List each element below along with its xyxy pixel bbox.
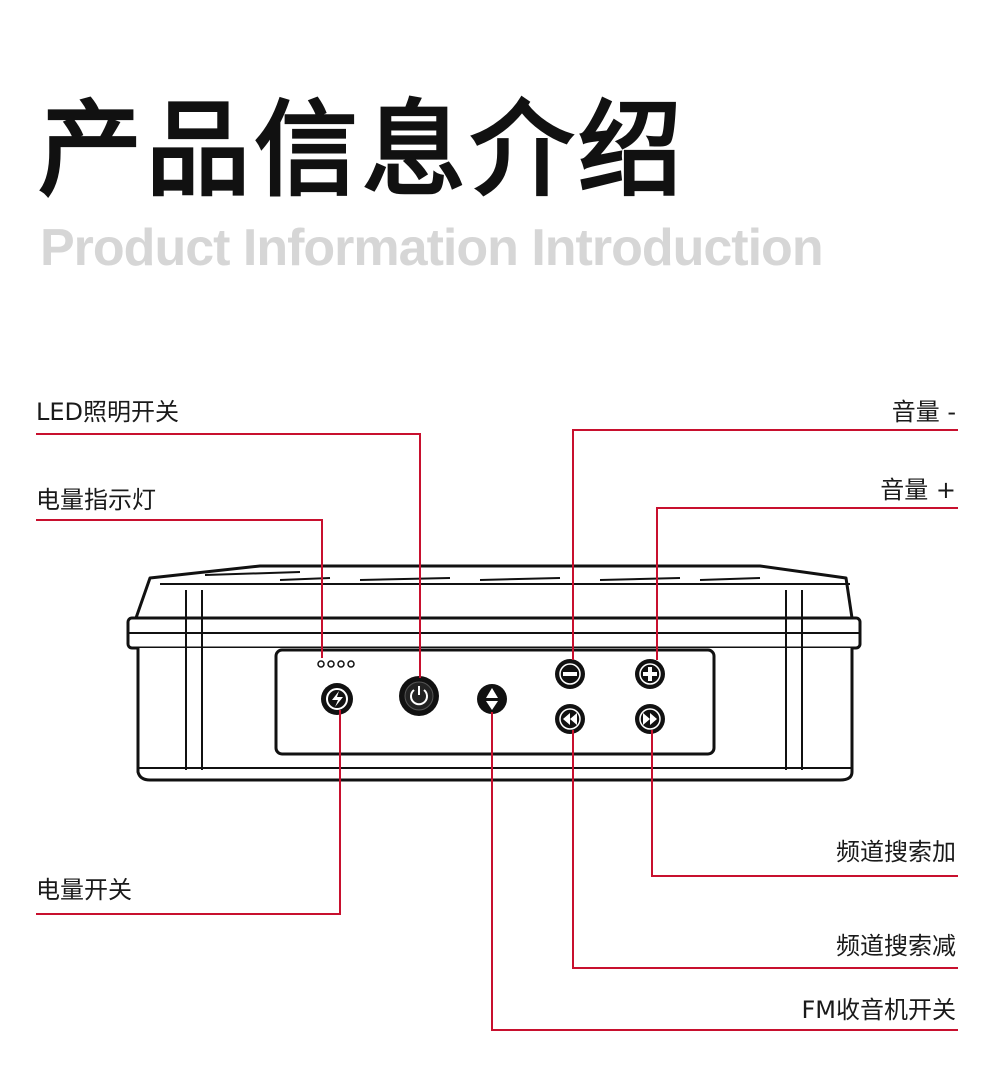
leader-led-switch (36, 433, 421, 678)
label-volume-up: 音量 + (880, 476, 956, 504)
power-bolt-icon (321, 683, 353, 715)
leader-channel-up (651, 730, 958, 877)
leader-channel-down (572, 730, 958, 969)
device-body (126, 564, 862, 782)
label-fm-switch: FM收音机开关 (801, 996, 956, 1024)
leader-power-switch (36, 710, 341, 915)
leader-lines (36, 429, 958, 1031)
page-title-cn: 产品信息介绍 (38, 89, 687, 211)
leader-battery-indicator (36, 519, 323, 658)
page-title-en: Product Information Introduction (40, 219, 824, 277)
fm-radio-icon (477, 684, 507, 714)
minus-icon (555, 659, 585, 689)
label-led-switch: LED照明开关 (36, 398, 180, 426)
plus-icon (635, 659, 665, 689)
label-channel-up: 频道搜索加 (836, 838, 956, 866)
previous-icon (555, 704, 585, 734)
power-button-icon (399, 676, 439, 716)
next-icon (635, 704, 665, 734)
label-channel-down: 频道搜索减 (836, 932, 956, 960)
label-volume-down: 音量 - (891, 398, 956, 426)
battery-led-dots (317, 660, 355, 668)
label-battery-indicator: 电量指示灯 (36, 486, 156, 514)
leader-fm-switch (491, 712, 958, 1031)
leader-volume-up (656, 507, 958, 660)
label-power-switch: 电量开关 (36, 876, 132, 904)
leader-volume-down (572, 429, 958, 660)
